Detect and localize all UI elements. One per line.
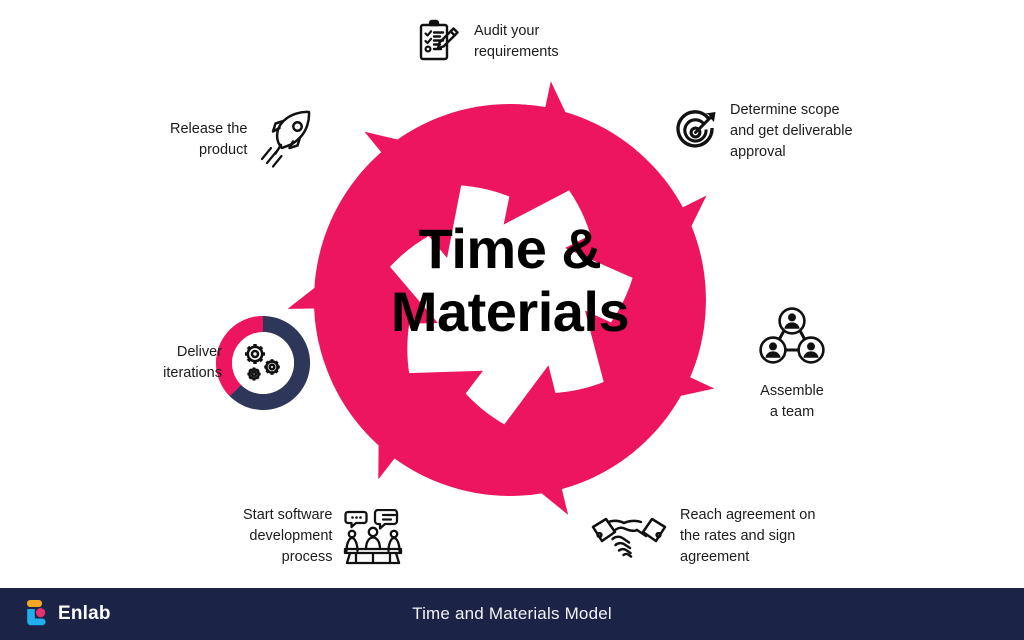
three-people-network-icon <box>759 307 825 364</box>
cycle-step-team[interactable]: Assemble a team <box>742 305 842 423</box>
cycle-step-agreement[interactable]: Reach agreement on the rates and sign ag… <box>588 505 815 568</box>
footer-bar: Enlab Time and Materials Model <box>0 588 1024 640</box>
center-title: Time & Materials <box>390 217 630 343</box>
cycle-step-iterations-label[interactable]: Deliver iterations <box>163 344 222 382</box>
cycle-step-audit-label: Audit your requirements <box>474 22 559 60</box>
cycle-step-scope-label: Determine scope and get deliverable appr… <box>730 102 853 161</box>
handshake-icon <box>591 517 667 558</box>
footer-title: Time and Materials Model <box>412 604 612 623</box>
rocket-icon <box>261 110 311 168</box>
cycle-step-release-label: Release the product <box>170 120 248 158</box>
brand-logo[interactable]: Enlab <box>24 599 111 629</box>
brand-name: Enlab <box>58 603 111 624</box>
clipboard-checklist-pencil-icon <box>419 19 459 61</box>
enlab-logo-icon <box>27 600 46 626</box>
cycle-step-release[interactable]: Release the product <box>170 107 319 173</box>
cycle-step-team-label: Assemble a team <box>760 383 824 421</box>
gears-icon <box>245 344 280 381</box>
cycle-step-agreement-label: Reach agreement on the rates and sign ag… <box>680 507 816 566</box>
cycle-step-development[interactable]: Start software development process <box>243 505 404 568</box>
cycle-step-scope[interactable]: Determine scope and get deliverable appr… <box>672 100 853 163</box>
cycle-step-audit[interactable]: Audit your requirements <box>412 16 559 68</box>
footer-divider <box>0 586 1024 588</box>
target-arrow-icon <box>676 109 716 148</box>
meeting-table-icon <box>344 508 403 564</box>
cycle-step-development-label: Start software development process <box>243 507 333 566</box>
